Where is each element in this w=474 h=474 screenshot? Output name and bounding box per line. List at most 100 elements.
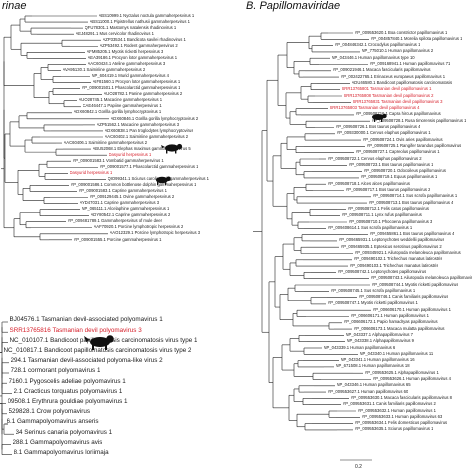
leaf-label: YP_009508727.1 Capreolus papillomavirus … [355,149,440,155]
leaf-label: 09508.1 Erythrura gouldiae polyomavirus … [7,397,128,405]
leaf-label: AAC60402.1 Saimiriine gammaherpesvirus 2 [104,133,189,139]
leaf-label: YP_009465935.1 Eptesicus serotinus papil… [340,243,442,249]
leaf-label: BJ04576.1 Tasmanian devil-associated pol… [9,316,163,324]
leaf-label: YP_009553630.1 Macaca fascicularis papil… [350,394,453,400]
leaf-label: SRR13765831 Tasmanian devil papillomavir… [352,98,443,104]
leaf-label: YP_009508724.1 Ovis aries papillomavirus [362,136,443,142]
leaf-label: YP_009508745.1 Sus scrofa papillomavirus… [330,287,416,293]
leaf-label: NP_043340.1 Human papillomavirus 11 [359,350,434,356]
leaf-label: YP_009490102.1 Trichechus manatus latiro… [353,256,443,262]
leaf-label: NP_043446.1 Human papillomavirus type 10 [331,54,415,60]
leaf-label: YP_009021946.1 Macaca fascicularis papil… [332,67,431,73]
leaf-label: ABS11000.1 Pipistrellus nathusii gammahe… [89,18,190,24]
leaf-label: NP_043339.1 Human papillomavirus 6 [323,344,396,350]
leaf-label: YP_009553627.1 Human papillomavirus 60 [327,388,409,394]
leaf-label: YP_009001555.1 Porcine gammaherpesvirus … [73,236,162,242]
leaf-label: NC_010817.1 Bandicoot papillomatosis car… [3,346,192,354]
leaf-label: YP_009508710.1 Phocoena papillomavirus 3 [348,218,433,224]
leaf-label: SRR13765816 Tasmanian devil polyomavirus… [9,326,142,334]
leaf-label: YP_006606171.1 Human papillomavirus 1 [350,313,429,319]
leaf-label: SRR13765808 Tasmanian devil papillomavir… [343,92,434,98]
leaf-label: AFM85205.1 Myotis ricketti herpesvirus 3 [86,48,164,54]
leaf-label: YP_004846342.1 Crocodylus papillomavirus… [334,42,421,48]
leaf-label: YP_009508742.1 Leptonychotes papillomavi… [337,268,427,274]
leaf-label: AAO12329.1 Porcine lymphotropic herpesvi… [109,230,201,236]
leaf-label: YP_009508725.1 Rangifer tarandus papillo… [366,142,462,148]
leaf-label: YP_009553626.1 Human papillomavirus 4 [372,376,451,382]
leaf-label: Dasyurid herpesvirus 1 [69,169,113,175]
leaf-label: YP_009553625.1 Alphapapillomavirus 1 [364,369,439,375]
leaf-label: YP_009001586.1 Common bottlenose dolphin… [70,182,197,188]
leaf-label: AAC60406.1 Saimiriine gammaherpesvirus 2 [63,139,148,145]
leaf-label: AEJ48291.1 Mus cervicolor rhadinovirus 1 [75,30,154,36]
leaf-label: YP_009553620.1 Boa constrictor papilloma… [354,29,448,35]
leaf-label: YP_006606172.1 Papio hamadryas papilloma… [343,319,438,325]
leaf-label: SRR13765801 Tasmanian devil papillomavir… [341,86,432,92]
leaf-label: YP_009553633.1 Human papillomavirus 63 [361,413,443,419]
leaf-label: YP_009490103.1 Trichechus manatus latiro… [349,262,439,268]
leaf-label: YP_009508714.1 Sus scrofa papillomavirus… [372,193,458,199]
leaf-label: 2.1 Cracticus torquatus polyomavirus 1 [13,387,123,395]
leaf-label: YP_002422765.1 Erinaceus europaeus papil… [340,73,446,79]
leaf-label: 288.1 Gammapolyomavirus avis [12,438,103,446]
leaf-label: ADX60842.1 Gorilla gorilla lymphocryptov… [73,109,162,115]
left-panel-title: rinae [2,0,27,12]
leaf-label: 294.1 Tasmanian devil-associated polyoma… [10,357,163,365]
leaf-label: ADU46580.1 Bandicoot papillomatosis carc… [351,79,453,85]
leaf-label: AUO28745.1 Macacine gammaherpesvirus 1 [78,97,163,103]
devil-silhouette-icon [161,143,183,154]
leaf-label: YP_009553632.1 Human papillomavirus 1 [357,407,436,413]
leaf-label: YP_009508743.1 Ailuropoda melanoleuca pa… [370,275,472,281]
leaf-label: NP_043338.1 Alphapapillomavirus 9 [346,338,415,344]
leaf-label: YP_009508717.1 Bos taurus papillomavirus… [345,187,431,193]
leaf-label: YP_009168941.1 Human papillomavirus 71 [369,61,451,67]
leaf-label: SRR13765803 Tasmanian devil papillomavir… [329,105,420,111]
leaf-label: YP_009508712.1 Felis catus papillomaviru… [347,205,429,211]
leaf-label: ADX60838.1 Pan troglodytes lymphocryptov… [104,127,194,133]
devil-silhouette-icon [372,113,387,122]
leaf-label: YP_009508746.1 Canis familiaris papillom… [358,294,449,300]
leaf-label: YP_009508747.1 Myotis ricketti papilloma… [327,300,418,306]
leaf-label: YP_009508719.1 Equus papillomavirus 1 [360,174,438,180]
leaf-label: AVA95130.1 Saimiriine gammaherpesvirus 2 [62,67,146,73]
leaf-label: NP_671508.1 Human papillomavirus 18 [335,363,410,369]
leaf-label: ADX60846.1 Gorilla gorilla lymphocryptov… [110,115,199,121]
leaf-label: AIF81560.1 Procyon lotor gammaherpesviru… [92,79,181,85]
leaf-label: YP_009129445.1 Ovine gammaherpesvirus 2 [89,194,175,200]
leaf-label: ADY80542.1 Caprine gammaherpesvirus 2 [90,212,171,218]
leaf-label: YP_006606170.1 Human papillomavirus 1 [372,306,451,312]
leaf-label: 6.1 Gammapolyomavirus anseris [6,418,99,426]
devil-silhouette-icon [156,176,171,185]
leaf-label: AZP33534.1 Bandicota savilei rhadinoviru… [102,36,186,42]
leaf-label: AEA39186.1 Procyon lotor gammaherpesviru… [87,55,178,61]
leaf-label: YP_009508716.1 Capra hircus papillomavir… [355,111,441,117]
leaf-label: YP_009508726.1 Bos taurus papillomavirus… [335,124,421,130]
leaf-label: YP_009553635.1 Sciurus papillomavirus 1 [354,426,434,432]
leaf-label: YP_009481789.1 Gammaherpesvirus of mule … [67,218,163,224]
leaf-label: YP_009508718.1 Alces alces papillomaviru… [327,180,410,186]
leaf-label: YP_009001583.1 Caprine gammaherpesvirus … [78,188,167,194]
leaf-label: YP_009508723.1 Bos taurus papillomavirus… [348,161,434,167]
leaf-label: AZP51562.1 Macacine gammaherpesvirus 3 [96,121,180,127]
leaf-label: NP_604419.1 Murid gammaherpesvirus 4 [91,73,170,79]
leaf-label: YP_009508720.1 Odocoileus papillomavirus [363,168,446,174]
leaf-label: ABS10999.1 Nyctalus noctula gammaherpesv… [98,12,195,18]
leaf-label: YP_009508744.1 Myotis ricketti papilloma… [371,281,459,287]
leaf-label: 529828.1 Crow polyomavirus [8,408,91,416]
leaf-label: AAF70920.1 Porcine lymphotropic herpesvi… [93,224,184,230]
leaf-label: YP_009001501.1 Phascolarctid gammaherpes… [81,85,181,91]
leaf-label: YP_009508713.1 Bos taurus papillomavirus… [368,199,454,205]
leaf-label: YP_006606173.1 Macaca mulatta papillomav… [353,325,445,331]
leaf-label: YP_009508711.1 Lynx rufus papillomavirus [341,212,422,218]
leaf-label: NP_775010.1 Human papillomavirus 2 [361,48,434,54]
devil-silhouette-icon [84,335,114,350]
leaf-label: YP_009465931.1 Leptonychotes weddellii p… [338,237,445,243]
leaf-label: YP_009345921.1 Ailuropoda melanoleuca pa… [354,250,461,256]
leaf-label: AAC60424.1 Ateline gammaherpesvirus 3 [87,61,166,67]
leaf-label: NP_043341.1 Human papillomavirus 16 [340,357,415,363]
leaf-label: NP_043346.1 Human papillomavirus 65 [336,382,411,388]
leaf-label: NP_043337.1 Alphapapillomavirus 7 [345,331,414,337]
leaf-label: ABU52068.1 Elephas maximus gammaherpesvi… [92,145,191,151]
